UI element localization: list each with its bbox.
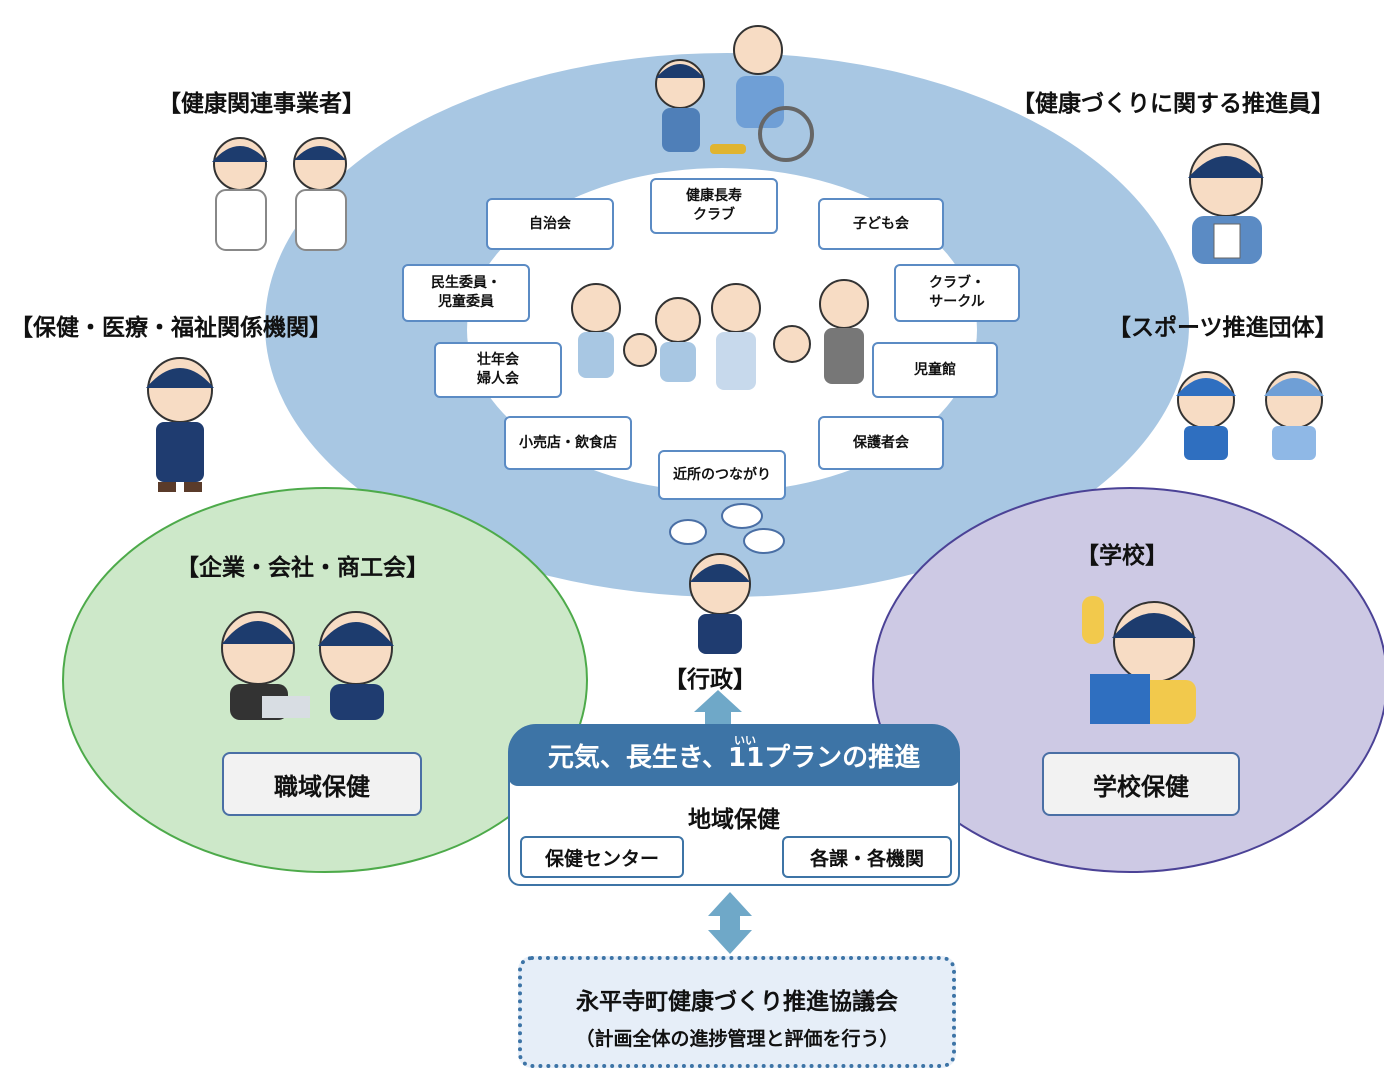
shop-label: 小売店・飲食店 (519, 434, 617, 451)
soninkai-line1: 壮年会 (477, 352, 519, 369)
vertical-double-arrow (708, 892, 752, 954)
speech-bubbles (669, 503, 785, 554)
plan-panel: 地域保健 保健センター 各課・各機関 元気、長生き、11プランの推進 いい (508, 724, 960, 888)
school-health-label: 学校保健 (1093, 772, 1189, 801)
up-arrow (694, 690, 742, 726)
minsei-line2: 児童委員 (438, 294, 494, 310)
minsei-box: 民生委員・ 児童委員 (402, 264, 530, 322)
soninkai-box: 壮年会 婦人会 (434, 342, 562, 398)
sports-illustration (1176, 371, 1324, 460)
sports-title: 【スポーツ推進団体】 (1108, 315, 1338, 341)
kinjo-box: 近所のつながり (658, 450, 786, 500)
council-note: （計画全体の進捗管理と評価を行う） (575, 1028, 899, 1050)
school-title: 【学校】 (1076, 543, 1168, 569)
school-student-illustration (1082, 596, 1196, 724)
school-health-box: 学校保健 (1042, 752, 1240, 816)
health-business-title: 【健康関連事業者】 (158, 91, 365, 117)
jichikai-box: 自治会 (486, 198, 614, 250)
company-title: 【企業・会社・商工会】 (176, 555, 429, 581)
medical-welfare-illustration (146, 357, 214, 492)
kenko-club-line2: クラブ (693, 207, 735, 223)
wheelchair-caregiver-illustration (655, 25, 814, 162)
club-circle-line1: クラブ・ (929, 275, 985, 292)
regional-health-label: 地域保健 (688, 807, 780, 833)
workplace-health-label: 職域保健 (274, 772, 370, 801)
kodomokai-box: 子ども会 (818, 198, 944, 250)
medical-welfare-title: 【保健・医療・福祉関係機関】 (10, 315, 332, 341)
kenko-club-line1: 健康長寿 (686, 188, 742, 205)
jichikai-label: 自治会 (529, 215, 571, 232)
departments-label: 各課・各機関 (809, 847, 924, 870)
hogosha-box: 保護者会 (818, 416, 944, 470)
plan-ruby: いい (734, 734, 756, 747)
government-title: 【行政】 (664, 667, 756, 693)
club-circle-line2: サークル (929, 294, 985, 310)
family-group-illustration (571, 279, 869, 390)
council-box: 永平寺町健康づくり推進協議会 （計画全体の進捗管理と評価を行う） (518, 956, 956, 1068)
health-business-illustration (212, 137, 347, 251)
workplace-ellipse (62, 487, 588, 873)
kenko-club-box: 健康長寿 クラブ (650, 178, 778, 234)
council-name: 永平寺町健康づくり推進協議会 (576, 989, 898, 1015)
regional-health-body: 地域保健 保健センター 各課・各機関 (508, 774, 960, 886)
departments-box: 各課・各機関 (782, 836, 952, 878)
shop-box: 小売店・飲食店 (504, 416, 632, 470)
health-center-box: 保健センター (520, 836, 684, 878)
health-promoter-title: 【健康づくりに関する推進員】 (1012, 91, 1334, 117)
health-promoter-illustration (1188, 143, 1264, 264)
hogosha-label: 保護者会 (853, 434, 909, 451)
jidokan-label: 児童館 (914, 361, 956, 378)
kodomokai-label: 子ども会 (853, 215, 909, 232)
kinjo-label: 近所のつながり (673, 466, 771, 483)
government-officer-illustration (689, 553, 751, 654)
jidokan-box: 児童館 (872, 342, 998, 398)
company-illustration (221, 611, 394, 720)
club-circle-box: クラブ・ サークル (894, 264, 1020, 322)
minsei-line1: 民生委員・ (431, 275, 501, 292)
soninkai-line2: 婦人会 (477, 371, 519, 387)
health-center-label: 保健センター (544, 847, 659, 870)
workplace-health-box: 職域保健 (222, 752, 422, 816)
plan-banner: 元気、長生き、11プランの推進 (508, 724, 960, 786)
plan-title: 元気、長生き、11プランの推進 (547, 742, 921, 773)
